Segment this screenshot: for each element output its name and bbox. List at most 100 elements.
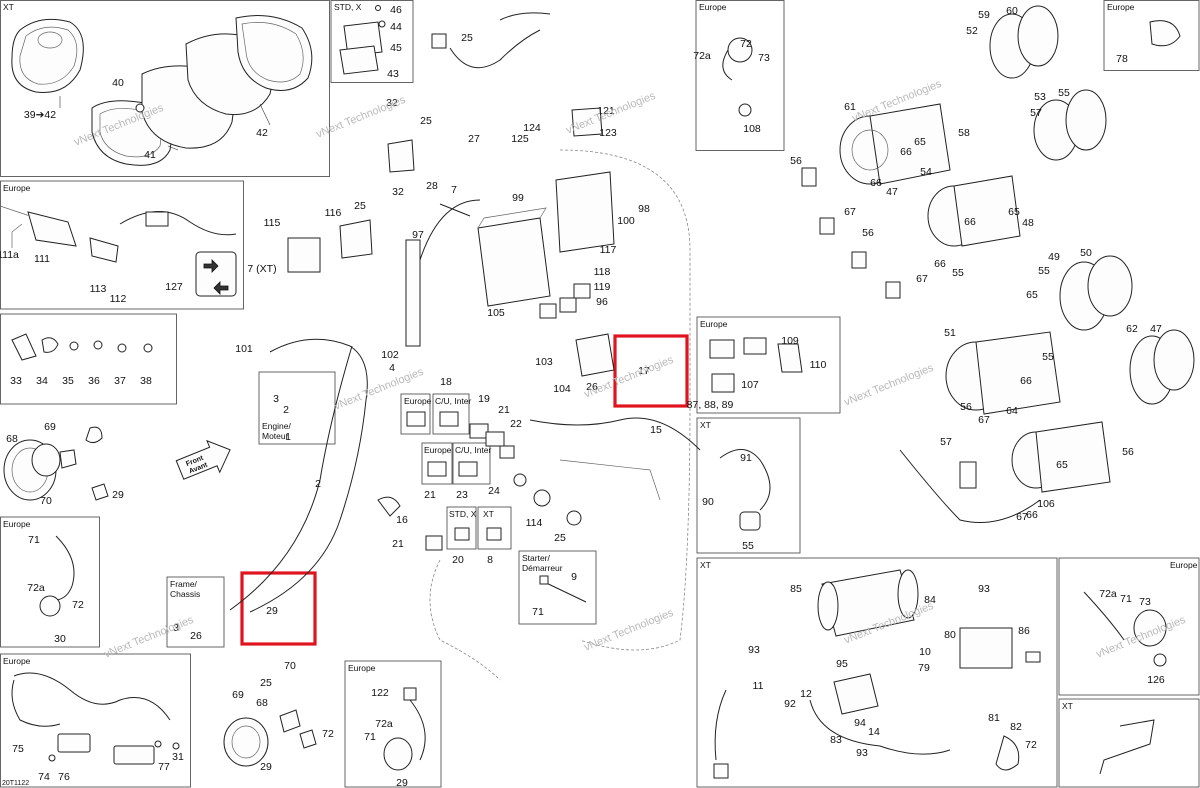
callout-number: 65 xyxy=(1026,289,1038,301)
callout-number: 55 xyxy=(1058,87,1070,99)
callout-number: 8 xyxy=(487,554,493,566)
callout-number: 104 xyxy=(553,383,571,395)
callout-number: 127 xyxy=(165,281,183,293)
callout-number: 51 xyxy=(944,327,956,339)
callout-number: 2 xyxy=(315,478,321,490)
callout-number: 2 xyxy=(283,404,289,416)
std-x-drawing xyxy=(339,5,386,75)
callout-number: 25 xyxy=(554,532,566,544)
callout-number: 84 xyxy=(924,594,936,606)
callout-number: 87, 88, 89 xyxy=(687,399,734,411)
europe-light-box xyxy=(0,516,100,648)
callout-number: 72a xyxy=(27,582,45,594)
callout-number: 34 xyxy=(36,375,48,387)
callout-number: 114 xyxy=(526,517,543,529)
callout-number: 67 xyxy=(978,414,990,426)
callout-number: 12 xyxy=(800,688,812,700)
xt-gauge-box xyxy=(0,0,330,177)
svg-text:XT: XT xyxy=(700,420,711,430)
watermark-text: vNext Technologies xyxy=(315,94,408,141)
callout-number: 108 xyxy=(743,123,761,135)
callout-number: 91 xyxy=(740,452,752,464)
callout-number: 57 xyxy=(1030,107,1042,119)
sw-std-x xyxy=(446,506,477,550)
relay-drawing xyxy=(709,337,803,531)
svg-text:Europe: Europe xyxy=(404,396,432,406)
callout-number: 69 xyxy=(44,421,56,433)
callout-number: 71 xyxy=(532,606,544,618)
callout-number: 121 xyxy=(597,105,615,117)
callout-number: 90 xyxy=(702,496,714,508)
callout-number: 113 xyxy=(90,283,107,295)
svg-text:Europe: Europe xyxy=(348,663,376,673)
callout-number: 56 xyxy=(862,227,874,239)
svg-text:Engine/: Engine/ xyxy=(262,421,291,431)
callout-number: 29 xyxy=(266,605,278,617)
callout-number: 85 xyxy=(790,583,802,595)
callout-number: 17 xyxy=(638,365,650,377)
europe-tail-box xyxy=(0,653,191,788)
callout-number: 37 xyxy=(114,375,126,387)
svg-text:C/U, Inter: C/U, Inter xyxy=(455,445,492,455)
callout-number: 118 xyxy=(594,266,611,278)
callout-number: 41 xyxy=(144,149,156,161)
callout-number: 74 xyxy=(38,771,50,783)
callout-number: 70 xyxy=(40,495,52,507)
callout-number: 107 xyxy=(741,379,759,391)
callout-number: 79 xyxy=(918,662,930,674)
std-x-box xyxy=(330,0,414,83)
svg-text:Europe: Europe xyxy=(3,519,31,529)
callout-number: 25 xyxy=(420,115,432,127)
europe-relay-box xyxy=(696,316,841,414)
callout-number: 73 xyxy=(758,52,770,64)
svg-text:Europe: Europe xyxy=(3,183,31,193)
europe-bottom-drawing xyxy=(223,687,426,771)
callout-number: 29 xyxy=(396,777,408,788)
callout-number: 83 xyxy=(830,734,842,746)
callout-number: 29 xyxy=(112,489,124,501)
callout-number: 60 xyxy=(1006,5,1018,17)
callout-number: 100 xyxy=(617,215,635,227)
callout-number: 11 xyxy=(753,680,764,692)
callout-number: 70 xyxy=(284,660,296,672)
callout-number: 39➔42 xyxy=(24,109,56,121)
callout-number: 32 xyxy=(386,97,398,109)
callout-number: 9 xyxy=(571,571,577,583)
svg-text:Europe: Europe xyxy=(1170,560,1198,570)
callout-number: 15 xyxy=(650,424,662,436)
callout-number: 78 xyxy=(1116,53,1128,65)
callout-number: 25 xyxy=(461,32,473,44)
tail-drawing xyxy=(11,672,180,765)
callout-number: 36 xyxy=(88,375,100,387)
callout-number: 93 xyxy=(856,747,868,759)
svg-text:XT: XT xyxy=(3,2,14,12)
svg-text:XT: XT xyxy=(1062,701,1073,711)
highlight-box-26-upper xyxy=(613,334,689,408)
callout-number: 23 xyxy=(456,489,468,501)
callout-number: 64 xyxy=(1006,405,1018,417)
callout-number: 47 xyxy=(886,186,898,198)
europe-bottom-box xyxy=(344,660,442,788)
svg-text:STD, X: STD, X xyxy=(449,509,477,519)
callout-number: 67 xyxy=(916,273,928,285)
callout-number: 102 xyxy=(381,349,399,361)
svg-text:20T1122: 20T1122 xyxy=(2,780,29,787)
callout-number: 52 xyxy=(966,25,978,37)
callout-number: 72 xyxy=(72,599,84,611)
gauge-cluster-drawing xyxy=(11,15,313,166)
callout-number: 33 xyxy=(10,375,22,387)
callout-number: 93 xyxy=(978,583,990,595)
callout-number: 123 xyxy=(599,127,617,139)
light-drawing xyxy=(3,426,109,617)
svg-text:Europe: Europe xyxy=(700,319,728,329)
callout-number: 110 xyxy=(810,359,827,371)
callout-number: 71 xyxy=(1120,593,1132,605)
callout-number: 56 xyxy=(960,401,972,413)
starter-drawing xyxy=(539,575,587,603)
callout-number: 50 xyxy=(1080,247,1092,259)
callout-number: 28 xyxy=(426,180,438,192)
callout-number: 71 xyxy=(364,731,376,743)
callout-number: 122 xyxy=(371,687,389,699)
svg-text:Chassis: Chassis xyxy=(170,589,200,599)
